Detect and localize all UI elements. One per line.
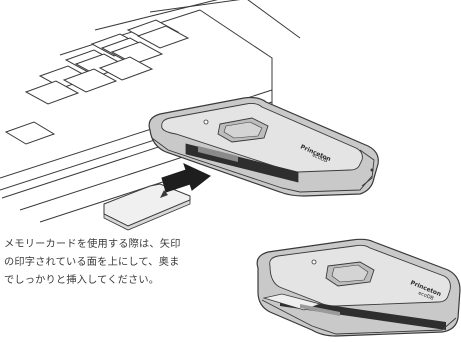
instruction-text: メモリーカードを使用する際は、矢印 の印字されている面を上にして、奥ま でしっか…	[4, 236, 228, 290]
keyboard-keys	[4, 19, 190, 145]
instruction-line: の印字されている面を上にして、奥ま	[4, 257, 180, 268]
instruction-line: メモリーカードを使用する際は、矢印	[4, 239, 181, 250]
sd-card	[103, 183, 191, 231]
card-reader-bottom: Princeton ecoDB	[256, 238, 461, 337]
device-model-bottom: ecoDB	[417, 290, 435, 302]
insert-arrow	[161, 163, 211, 193]
instruction-line: でしっかりと挿入してください。	[4, 275, 160, 286]
card-reader-top: Princeton ecoDB	[148, 96, 379, 197]
